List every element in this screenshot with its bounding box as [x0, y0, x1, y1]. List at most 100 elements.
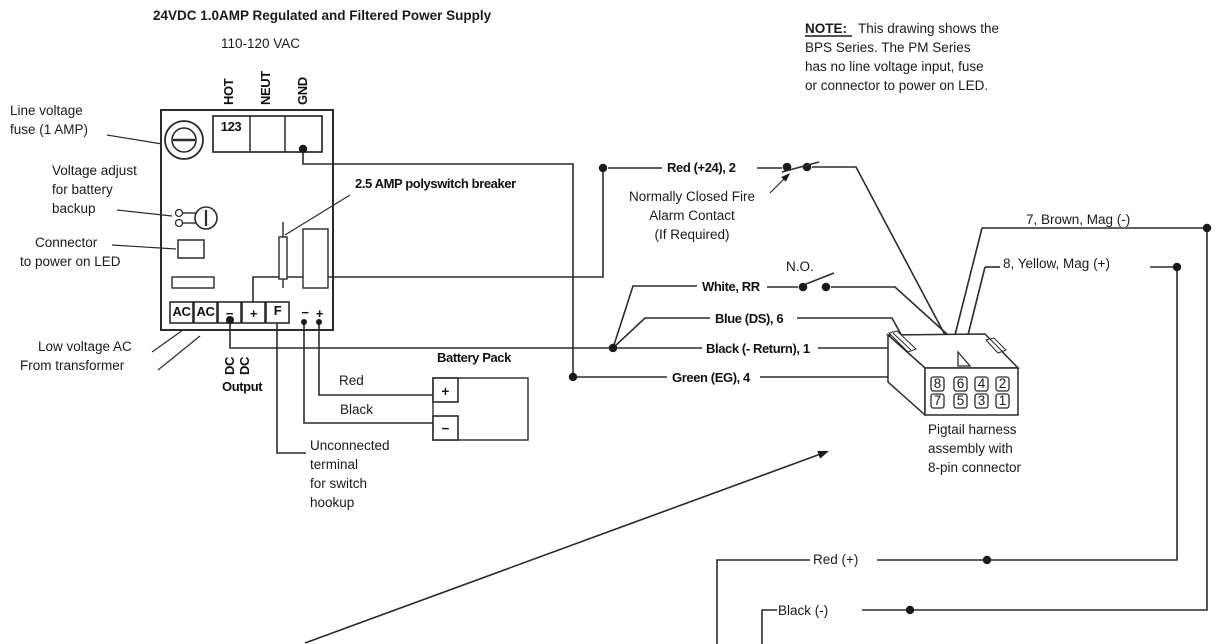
led-label-2: to power on LED: [20, 254, 121, 269]
pin-7: 7: [934, 393, 942, 408]
yellow-wire-b: [877, 266, 1178, 561]
plus24-wire: [252, 168, 604, 302]
junction-dots: [226, 144, 1212, 615]
breaker-leader: [284, 194, 351, 236]
fuse-leader: [106, 134, 163, 145]
note-line-2: BPS Series. The PM Series: [805, 40, 971, 55]
red-plus-wire: [716, 559, 810, 644]
black-minus-wire-label: Black (-): [778, 603, 828, 618]
battery-black-wire: [303, 322, 433, 424]
battery-minus-sign: −: [442, 421, 450, 436]
minus-return-wire: [229, 320, 702, 349]
output-terminal-strip: [169, 301, 290, 324]
battery-plus-sign: +: [442, 384, 450, 399]
tall-component: [302, 228, 329, 289]
lowvolt-leader-2: [157, 335, 201, 371]
pigtail-label-3: 8-pin connector: [928, 460, 1022, 475]
pigtail-label-2: assembly with: [928, 441, 1013, 456]
note-heading: NOTE:: [805, 21, 847, 36]
line-voltage-label-1: Line voltage: [10, 103, 83, 118]
no-contact-icon: [798, 272, 835, 292]
power-supply-outline: [160, 109, 334, 331]
blue-wire-label: Blue (DS), 6: [715, 311, 783, 326]
pin-4: 4: [978, 376, 986, 391]
pin-1: 1: [999, 393, 1007, 408]
adjust-leader: [116, 209, 173, 217]
yellow-diag-wire: [967, 266, 986, 336]
leader-lines: [106, 134, 351, 371]
red24-wire-label: Red (+24), 2: [667, 160, 736, 175]
output-label: Output: [222, 379, 263, 394]
lowvolt-label-2: From transformer: [20, 358, 125, 373]
unconnected-label-2: terminal: [310, 457, 358, 472]
unconnected-label-1: Unconnected: [310, 438, 390, 453]
fire-alarm-label-3: (If Required): [654, 227, 729, 242]
battery-minus-terminal: [432, 415, 459, 441]
connector-flange-left: [888, 330, 917, 353]
pin-8: 8: [934, 376, 942, 391]
neut-label: NEUT: [258, 71, 273, 105]
dc-label-2: DC: [237, 356, 252, 375]
pin-3: 3: [978, 393, 986, 408]
connector-key-mark: [957, 350, 972, 367]
voltage-adjust-icon: [174, 206, 218, 230]
fire-alarm-label-1: Normally Closed Fire: [629, 189, 755, 204]
unconnected-label-3: for switch: [310, 476, 367, 491]
adjust-label-2: for battery: [52, 182, 113, 197]
white-wire-a: [612, 285, 697, 349]
lowvolt-label-1: Low voltage AC: [38, 339, 132, 354]
aux-plus-label: +: [316, 306, 324, 321]
yellow-wire-label: 8, Yellow, Mag (+): [1003, 256, 1110, 271]
board-number: 123: [221, 119, 242, 134]
polyswitch-breaker-icon: [278, 222, 288, 288]
battery-pack: [432, 377, 529, 441]
battery-red-label: Red: [339, 373, 364, 388]
pigtail-label-1: Pigtail harness: [928, 422, 1017, 437]
terminal-ac1-label: AC: [173, 304, 192, 319]
terminal-f-label: F: [274, 303, 282, 318]
brown-diag-wire: [954, 227, 983, 336]
breaker-label: 2.5 AMP polyswitch breaker: [355, 176, 516, 191]
battery-plus-terminal: [432, 377, 459, 403]
diagonal-arrow: [304, 451, 829, 644]
led-connector-icon: [177, 239, 205, 259]
red-plus-wire-label: Red (+): [813, 552, 858, 567]
power-supply-board: [160, 109, 334, 331]
line-voltage-label-2: fuse (1 AMP): [10, 122, 88, 137]
fire-alarm-arrow: [769, 173, 790, 194]
pin-5: 5: [957, 393, 965, 408]
battery-black-label: Black: [340, 402, 373, 417]
terminal-minus-label: −: [226, 306, 234, 321]
unconnected-label-4: hookup: [310, 495, 354, 510]
adjust-label-3: backup: [52, 201, 96, 216]
lowvolt-leader-1: [151, 329, 184, 353]
note-block: NOTE: This drawing shows the BPS Series.…: [805, 21, 999, 93]
black-minus-wire: [761, 609, 777, 644]
blue-wire-a: [612, 317, 710, 349]
dc-label-1: DC: [222, 356, 237, 375]
line-fuse-icon: [164, 120, 204, 160]
nc-contact-icon: [781, 161, 820, 173]
pin-6: 6: [957, 376, 965, 391]
input-voltage-label: 110-120 VAC: [221, 36, 300, 51]
small-component: [171, 276, 215, 289]
pigtail-connector: [886, 330, 1020, 417]
led-label-1: Connector: [35, 235, 98, 250]
battery-pack-title: Battery Pack: [437, 350, 512, 365]
adjust-label-1: Voltage adjust: [52, 163, 137, 178]
fire-alarm-label-2: Alarm Contact: [649, 208, 735, 223]
gnd-to-green-wire: [302, 149, 574, 377]
brown-wire: [862, 227, 1208, 611]
gnd-label: GND: [295, 77, 310, 105]
white-wire-label: White, RR: [702, 279, 761, 294]
note-line-1: This drawing shows the: [858, 21, 999, 36]
brown-wire-label: 7, Brown, Mag (-): [1026, 212, 1130, 227]
pin-numbers: 8 6 4 2 7 5 3 1: [934, 376, 1007, 408]
white-wire-c: [831, 286, 949, 336]
f-terminal-wire: [276, 323, 306, 454]
no-contact-label: N.O.: [786, 259, 814, 274]
aux-minus-label: −: [301, 305, 309, 320]
hot-label: HOT: [221, 78, 236, 105]
